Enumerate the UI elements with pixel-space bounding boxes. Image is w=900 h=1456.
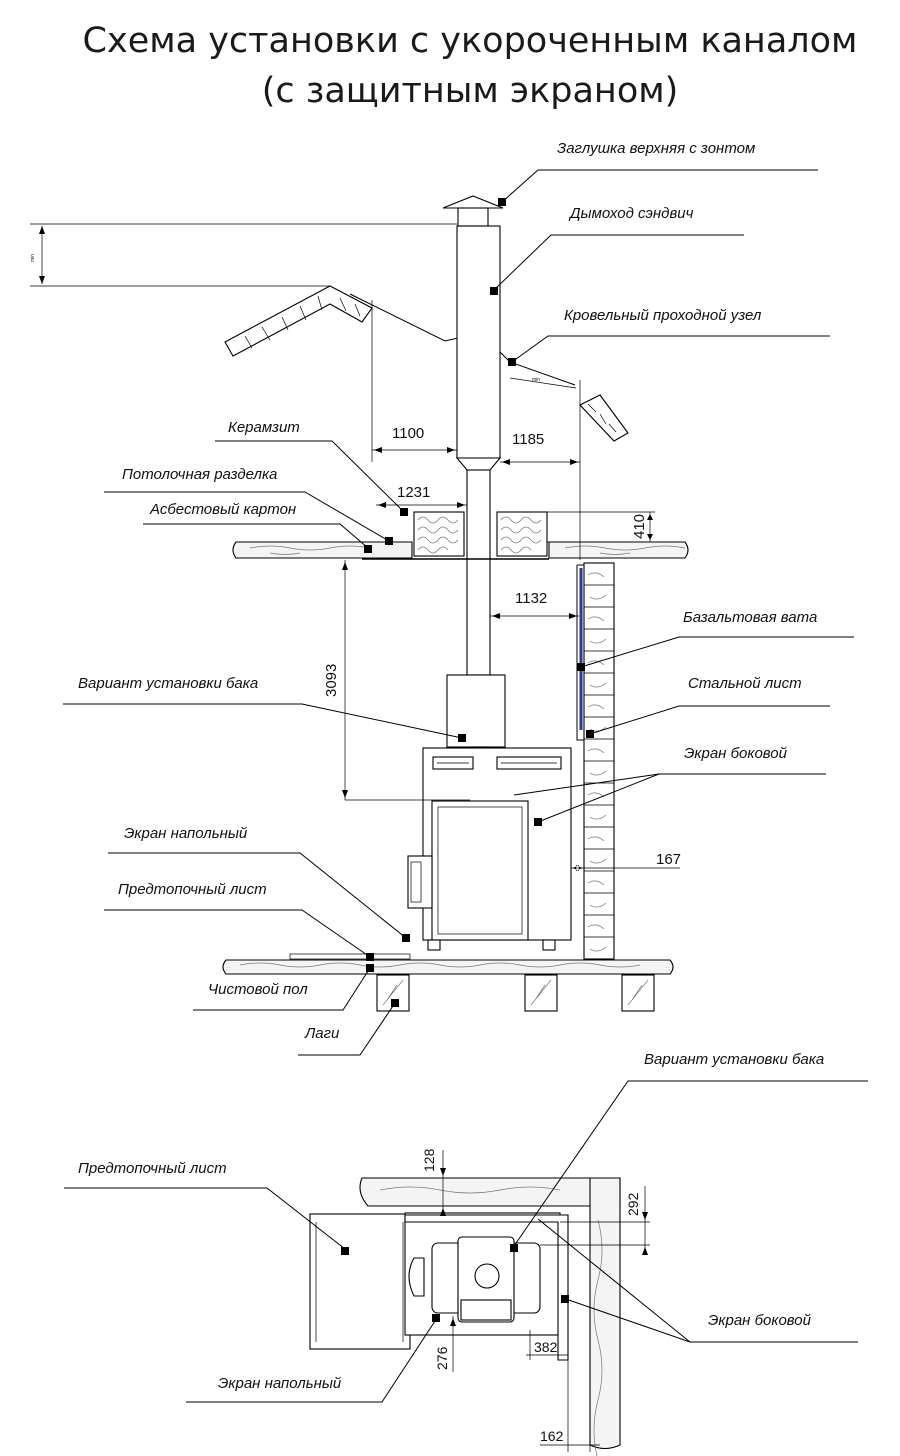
- water-tank: [446, 674, 506, 748]
- sandwich-chimney: [456, 225, 501, 459]
- chimney-pipe: [466, 469, 491, 676]
- dim-min-roof: min: [532, 377, 540, 383]
- label-steel-sheet: Стальной лист: [688, 675, 802, 692]
- title-line-1: Схема установки с укороченным каналом: [83, 21, 858, 61]
- dim-1231: 1231: [397, 484, 430, 501]
- title-line-2: (с защитным экраном): [262, 71, 679, 111]
- dim-162: 162: [540, 1428, 564, 1444]
- label-plan-floor-screen: Экран напольный: [218, 1375, 342, 1392]
- joists: [376, 974, 655, 1012]
- label-clean-floor: Чистовой пол: [208, 981, 308, 998]
- dim-276: 276: [434, 1346, 450, 1370]
- dim-1132: 1132: [515, 590, 547, 607]
- plan-wall-right: [589, 1177, 621, 1450]
- label-asbestos: Асбестовый картон: [149, 501, 296, 518]
- label-pre-furnace: Предтопочный лист: [118, 881, 267, 898]
- steel-sheet: [576, 564, 584, 741]
- dim-min-top: min: [30, 254, 36, 262]
- finish-floor: [222, 959, 674, 975]
- chimney-cap: [442, 195, 504, 227]
- label-roof-pass: Кровельный проходной узел: [564, 307, 762, 324]
- label-cap: Заглушка верхняя с зонтом: [557, 140, 755, 157]
- label-tank-option: Вариант установки бака: [78, 675, 258, 692]
- stove-door: [407, 855, 433, 909]
- callout-markers: [364, 198, 594, 1007]
- dim-167: 167: [656, 851, 681, 868]
- label-plan-pre-furnace: Предтопочный лист: [78, 1160, 227, 1177]
- label-basalt: Базальтовая вата: [683, 609, 817, 626]
- label-side-screen: Экран боковой: [684, 745, 788, 762]
- dim-1185: 1185: [512, 431, 544, 448]
- plan-side-screen: [404, 1214, 569, 1361]
- label-floor-screen: Экран напольный: [124, 825, 248, 842]
- roof-left: [224, 285, 459, 357]
- label-chimney: Дымоход сэндвич: [568, 205, 694, 222]
- dim-382: 382: [534, 1339, 558, 1355]
- stove-screen: [431, 800, 529, 941]
- ceiling-cutout: [413, 511, 548, 557]
- label-plan-side-screen: Экран боковой: [708, 1312, 812, 1329]
- chimney-reducer: [455, 457, 502, 471]
- label-joists: Лаги: [304, 1025, 340, 1042]
- plan-dimension-lines: [440, 1150, 650, 1452]
- plan-leader-lines: [64, 1080, 868, 1403]
- plan-pre-furnace-sheet: [309, 1213, 411, 1350]
- dim-3093: 3093: [323, 664, 340, 697]
- dim-128: 128: [421, 1148, 437, 1172]
- dim-410: 410: [631, 514, 648, 539]
- roof-right: [499, 338, 629, 442]
- label-keramzit: Керамзит: [228, 419, 300, 436]
- leader-lines: [63, 169, 854, 1056]
- dim-1100: 1100: [392, 425, 424, 442]
- dim-292: 292: [625, 1192, 641, 1216]
- dimension-lines: [30, 223, 680, 871]
- pre-furnace-sheet: [289, 953, 411, 960]
- label-ceiling-cut: Потолочная разделка: [122, 466, 277, 483]
- label-plan-tank-option: Вариант установки бака: [644, 1051, 824, 1068]
- plan-callout-markers: [341, 1244, 569, 1322]
